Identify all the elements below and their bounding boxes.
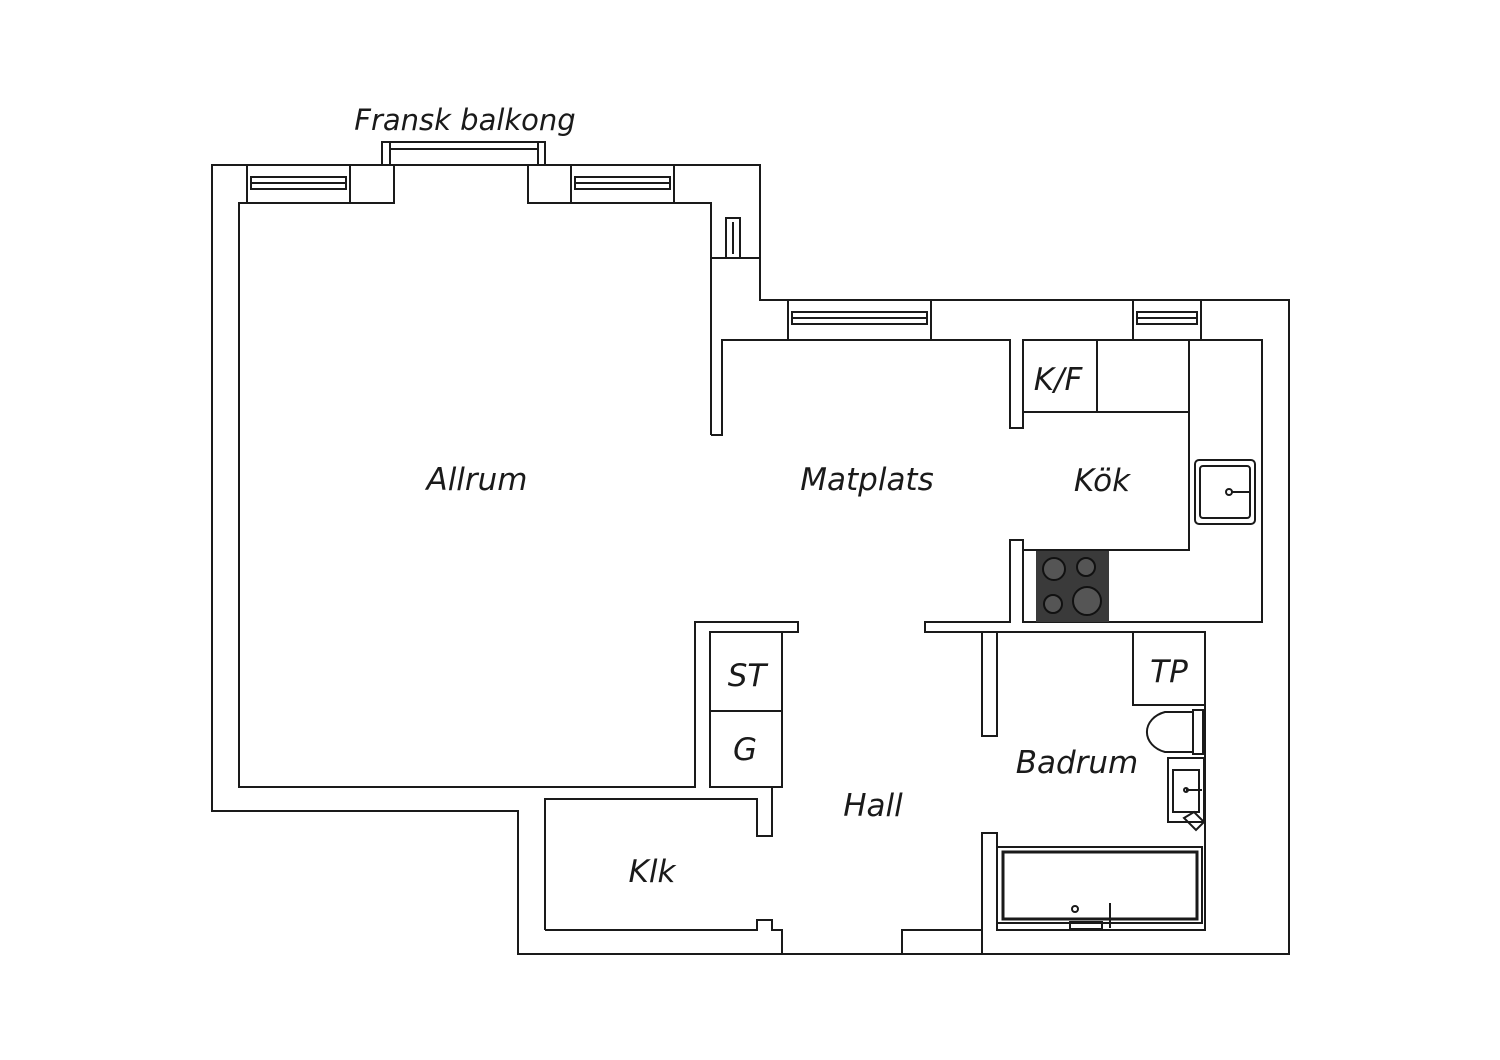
room-label-st: ST [728, 658, 769, 694]
room-label-kok: Kök [1074, 463, 1131, 499]
room-label-matplats: Matplats [800, 462, 934, 498]
room-label-klk: Klk [629, 854, 677, 890]
kitchen-sink-icon [1194, 459, 1256, 525]
room-label-kf: K/F [1034, 362, 1084, 398]
klk-wall [544, 787, 982, 954]
outer-wall [211, 164, 1290, 955]
windows [246, 164, 1202, 341]
room-label-allrum: Allrum [424, 462, 527, 498]
room-label-g: G [733, 732, 757, 768]
bath-inner-wall [981, 632, 998, 737]
balcony-label: Fransk balkong [354, 103, 575, 137]
toilet-icon [1145, 709, 1204, 755]
room-label-badrum: Badrum [1016, 745, 1139, 781]
matplats-wall [711, 339, 1263, 954]
stove-icon [1036, 551, 1109, 622]
tp-box [1132, 631, 1206, 706]
room-label-tp: TP [1150, 654, 1188, 690]
kitchen-counter [1023, 340, 1190, 551]
room-label-hall: Hall [843, 788, 903, 824]
bathroom-sink-icon [1167, 757, 1206, 832]
bathtub-icon [996, 846, 1203, 930]
french-balcony [381, 141, 546, 166]
